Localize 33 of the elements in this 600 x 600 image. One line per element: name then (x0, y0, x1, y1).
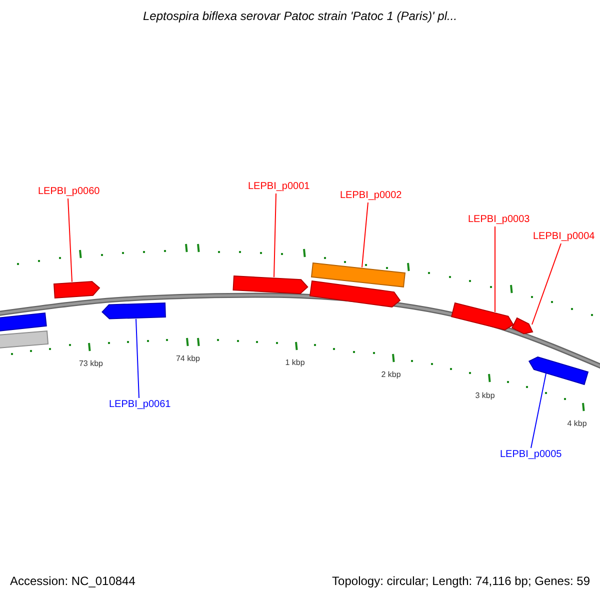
gene-label: LEPBI_p0001 (248, 181, 310, 192)
gene-feature (451, 302, 514, 330)
gene-feature (102, 302, 166, 320)
gene-feature (309, 280, 401, 308)
leader-line (494, 226, 496, 312)
gene-feature (53, 280, 100, 298)
footer-text: Topology: circular; Length: 74,116 bp; Genes: 59 (332, 575, 590, 589)
footer-text: Accession: NC_010844 (10, 575, 136, 589)
leader-line (136, 318, 140, 398)
gene-feature (0, 312, 47, 332)
gene-label: LEPBI_p0002 (340, 190, 402, 202)
tick-label: 74 kbp (176, 354, 200, 364)
gene-label: LEPBI_p0060 (38, 186, 100, 198)
gene-feature (511, 317, 534, 334)
leader-line (530, 372, 546, 448)
gene-label: LEPBI_p0061 (109, 399, 171, 410)
gene-feature (310, 262, 406, 288)
tick-label: 3 kbp (475, 391, 495, 400)
gene-feature (0, 330, 49, 348)
leader-line (532, 243, 562, 325)
tick-label: 73 kbp (78, 359, 104, 368)
leader-line (362, 202, 368, 268)
title: Leptospira biflexa serovar Patoc strain 'Patoc 1 (Paris)' pl... (142, 10, 458, 24)
leader-line (274, 193, 276, 278)
leader-line (68, 198, 72, 282)
tick-label: 4 kbp (567, 419, 587, 428)
gene-label: LEPBI_p0003 (468, 214, 530, 226)
tick-label: 1 kbp (285, 358, 305, 368)
gene-label: LEPBI_p0005 (500, 449, 562, 460)
gene-feature (528, 356, 589, 386)
gene-feature (232, 275, 308, 294)
gene-label: LEPBI_p0004 (533, 231, 595, 242)
tick-label: 2 kbp (381, 370, 401, 380)
